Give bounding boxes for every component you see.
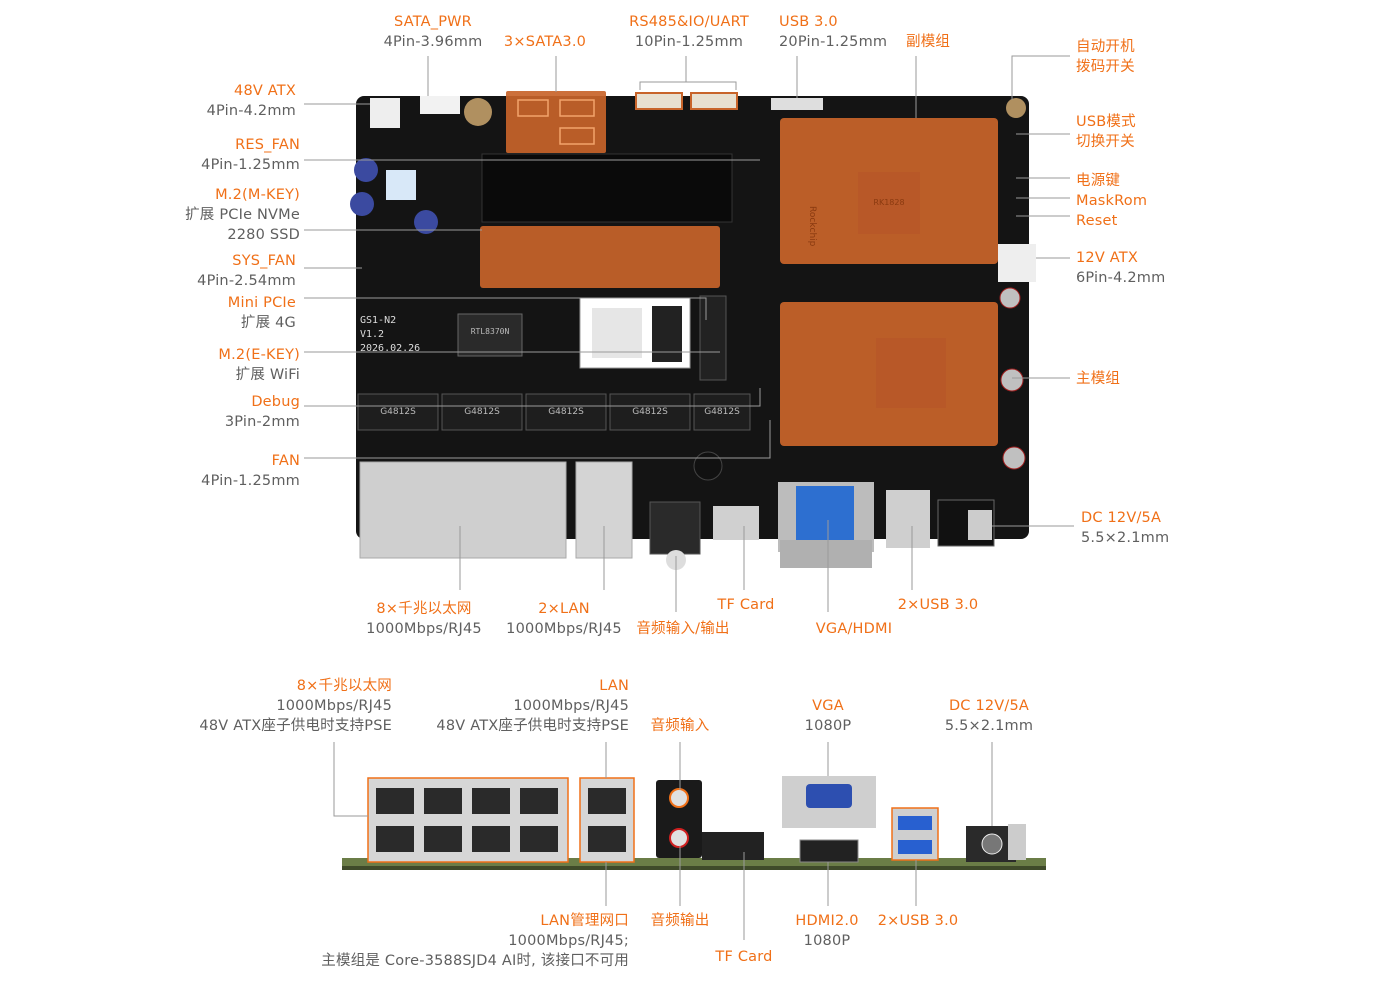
tf-slot-top bbox=[713, 506, 759, 540]
label-usb2x-side: 2×USB 3.0 bbox=[877, 913, 959, 929]
label-vga-hdmi: VGA/HDMI bbox=[815, 621, 893, 637]
label-audio-in: 音频输入 bbox=[650, 718, 710, 734]
svg-text:G4812S: G4812S bbox=[632, 407, 668, 417]
label-audio-out: 音频输出 bbox=[650, 913, 710, 929]
svg-text:RK1828: RK1828 bbox=[873, 198, 904, 207]
svg-text:G4812S: G4812S bbox=[548, 407, 584, 417]
label-auto-power: 自动开机拨码开关 bbox=[1076, 39, 1135, 75]
svg-text:G4812S: G4812S bbox=[380, 407, 416, 417]
rs485-connector bbox=[635, 92, 683, 110]
svg-text:G4812S: G4812S bbox=[704, 407, 740, 417]
silk-model: GS1-N2 bbox=[360, 315, 396, 326]
m2-ekey-slot bbox=[699, 295, 727, 381]
tf-slot-side bbox=[702, 832, 764, 860]
atx48-connector bbox=[370, 98, 400, 128]
label-audio-io: 音频输入/输出 bbox=[636, 621, 730, 637]
usb3-port-top bbox=[886, 490, 930, 548]
sata-connectors bbox=[506, 91, 606, 153]
label-sub-module: 副模组 bbox=[906, 34, 951, 50]
label-power-key: 电源键 bbox=[1076, 173, 1121, 189]
label-usb-mode: USB模式切换开关 bbox=[1076, 114, 1136, 150]
label-sata3: 3×SATA3.0 bbox=[503, 34, 587, 50]
label-tf-top: TF Card bbox=[717, 597, 775, 613]
m2-mkey-ssd bbox=[480, 226, 720, 288]
label-tf-side: TF Card bbox=[715, 949, 773, 965]
lan-chip-label: RTL8370N bbox=[471, 327, 510, 336]
rj45-8port-top bbox=[359, 461, 567, 559]
pcb-side-view bbox=[342, 858, 1046, 868]
usb3-header bbox=[771, 98, 823, 110]
atx12-connector bbox=[998, 244, 1036, 282]
silk-date: 2026.02.26 bbox=[360, 343, 420, 354]
label-m2-ekey: M.2(E-KEY)扩展 WiFi bbox=[218, 347, 300, 383]
svg-text:Rockchip: Rockchip bbox=[807, 206, 817, 247]
label-main-module: 主模组 bbox=[1076, 371, 1121, 387]
label-reset: Reset bbox=[1076, 213, 1118, 229]
silk-version: V1.2 bbox=[360, 329, 384, 340]
sata-pwr-connector bbox=[420, 96, 460, 114]
lan-switch-chip bbox=[457, 313, 523, 357]
lan-transformers: G4812S G4812S G4812S G4812S G4812S bbox=[357, 393, 751, 431]
label-maskrom: MaskRom bbox=[1076, 193, 1148, 209]
hdmi-connector-side bbox=[799, 839, 859, 863]
audio-jack-side bbox=[656, 780, 702, 858]
svg-text:G4812S: G4812S bbox=[464, 407, 500, 417]
label-usb2x-top: 2×USB 3.0 bbox=[897, 597, 979, 613]
